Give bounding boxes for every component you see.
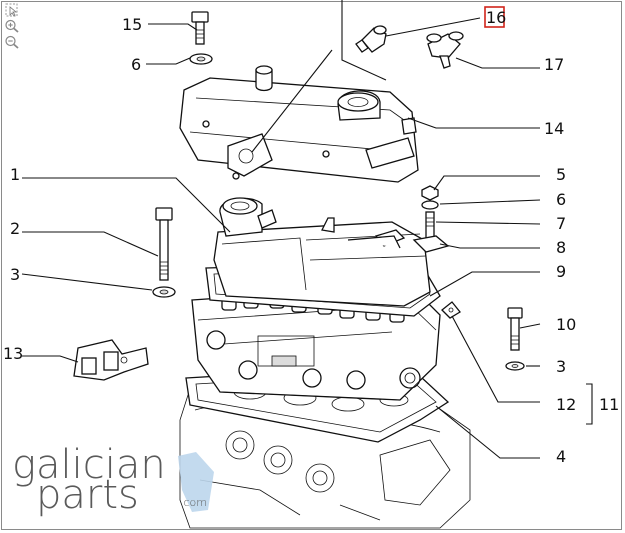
watermark-logo: galician parts .com: [12, 442, 214, 518]
small-plate: [441, 301, 461, 319]
watermark-line2: parts: [36, 472, 139, 518]
callout-4[interactable]: 4: [556, 447, 566, 466]
tee-fitting: [426, 31, 464, 69]
head-bolt-washer: [152, 286, 176, 298]
selected-callout-highlight: [484, 6, 505, 28]
callout-16[interactable]: 16: [486, 8, 506, 27]
zoom-toolbar: [4, 3, 22, 51]
elbow-fitting: [355, 25, 387, 53]
callout-14[interactable]: 14: [544, 119, 564, 138]
watermark-line1: galician: [12, 442, 166, 488]
callout-6-right[interactable]: 6: [556, 190, 566, 209]
select-icon[interactable]: [4, 3, 20, 17]
head-bolt: [155, 207, 173, 281]
cover-washer: [189, 53, 213, 65]
callout-15[interactable]: 15: [122, 15, 142, 34]
callout-12[interactable]: 12: [556, 395, 576, 414]
callout-2[interactable]: 2: [10, 219, 20, 238]
callout-8[interactable]: 8: [556, 238, 566, 257]
side-bolt: [507, 307, 523, 351]
cover-bolt: [191, 11, 209, 45]
stud-washer: [421, 200, 439, 210]
zoom-out-icon[interactable]: [4, 35, 20, 49]
watermark-map-shape: [178, 452, 214, 512]
side-bolt-washer: [505, 361, 525, 371]
callout-13[interactable]: 13: [3, 344, 23, 363]
valve-cover: [179, 65, 419, 183]
callout-17[interactable]: 17: [544, 55, 564, 74]
callout-5[interactable]: 5: [556, 165, 566, 184]
callout-3-right[interactable]: 3: [556, 357, 566, 376]
callout-9[interactable]: 9: [556, 262, 566, 281]
camshaft-housing: [213, 197, 431, 307]
watermark-suffix: .com: [180, 496, 207, 509]
callout-labels: 15 6 16 17 14 1 2 3 13 5 6 7 8 9 10 3 12…: [3, 6, 619, 466]
callout-3-left[interactable]: 3: [10, 265, 20, 284]
callout-6-top[interactable]: 6: [131, 55, 141, 74]
zoom-in-icon[interactable]: [4, 19, 20, 33]
callout-7[interactable]: 7: [556, 214, 566, 233]
mounting-bracket: [73, 339, 149, 381]
leader-lines: [21, 0, 593, 459]
callout-11[interactable]: 11: [599, 395, 619, 414]
callout-1[interactable]: 1: [10, 165, 20, 184]
callout-10[interactable]: 10: [556, 315, 576, 334]
stud: [425, 211, 435, 241]
